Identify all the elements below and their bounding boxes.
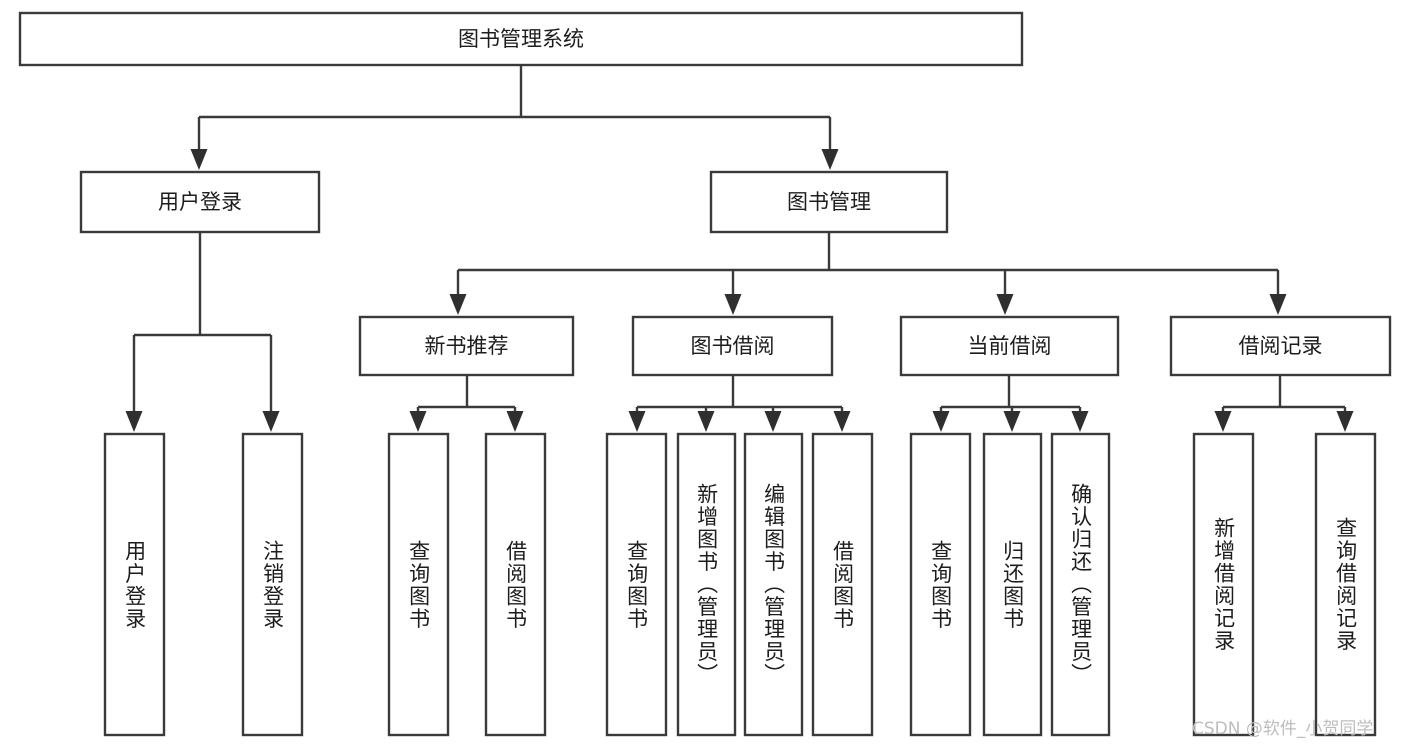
node-current-borrow-box[interactable] [899,315,1120,377]
node-book-manage-label: 图书管理 [787,190,871,214]
arrow-head-icon [190,149,208,170]
conn-current-borrow [932,375,1089,432]
node-book-manage-box[interactable] [709,170,949,234]
connectors-layer [125,65,1354,432]
conn-borrow-record [1214,375,1354,432]
conn-user-login [125,232,280,432]
watermark: CSDN @软件_小贺同学 [1192,719,1374,739]
arrow-head-icon [1214,411,1232,432]
node-book-borrow-box[interactable] [631,315,834,377]
node-leaf-borrow-book-1-box[interactable] [484,432,547,737]
node-leaf-edit-book-box[interactable] [743,432,804,737]
node-leaf-query-book-2-box[interactable] [605,432,668,737]
node-leaf-add-book-box[interactable] [676,432,737,737]
node-leaf-query-book-1-box[interactable] [387,432,450,737]
conn-book-borrow [628,375,851,432]
node-leaf-query-book-3-box[interactable] [909,432,972,737]
arrow-head-icon [932,411,950,432]
boxes-layer [18,11,1392,737]
node-new-book-rec-box[interactable] [358,315,575,377]
arrow-head-icon [125,411,143,432]
node-root-label: 图书管理系统 [458,27,584,51]
node-leaf-add-record-box[interactable] [1192,432,1255,737]
arrow-head-icon [1336,411,1354,432]
node-current-borrow-label: 当前借阅 [968,334,1052,358]
node-new-book-rec-label: 新书推荐 [425,334,509,358]
arrow-head-icon [409,411,427,432]
node-book-borrow-label: 图书借阅 [691,334,775,358]
node-root-box[interactable] [18,11,1024,67]
arrow-head-icon [697,411,715,432]
arrow-head-icon [506,411,524,432]
arrow-head-icon [1003,411,1021,432]
node-leaf-borrow-book-2-box[interactable] [811,432,874,737]
arrow-head-icon [996,294,1014,315]
conn-new-book-rec [409,375,524,432]
node-leaf-logout-box[interactable] [241,432,304,737]
arrow-head-icon [628,411,646,432]
node-borrow-record-box[interactable] [1169,315,1392,377]
node-leaf-return-book-box[interactable] [982,432,1043,737]
arrow-head-icon [1071,411,1089,432]
node-leaf-user-login-box[interactable] [103,432,166,737]
node-leaf-confirm-return-box[interactable] [1050,432,1111,737]
arrow-head-icon [821,149,839,170]
arrow-head-icon [262,411,280,432]
arrow-head-icon [449,294,467,315]
node-borrow-record-label: 借阅记录 [1239,334,1323,358]
arrow-head-icon [1269,294,1287,315]
arrow-head-icon [833,411,851,432]
conn-root [190,65,839,170]
node-user-login-box[interactable] [79,170,321,234]
arrow-head-icon [724,294,742,315]
node-leaf-query-record-box[interactable] [1314,432,1377,737]
arrow-head-icon [764,411,782,432]
node-user-login-label: 用户登录 [158,190,242,214]
conn-book-manage [449,232,1287,315]
